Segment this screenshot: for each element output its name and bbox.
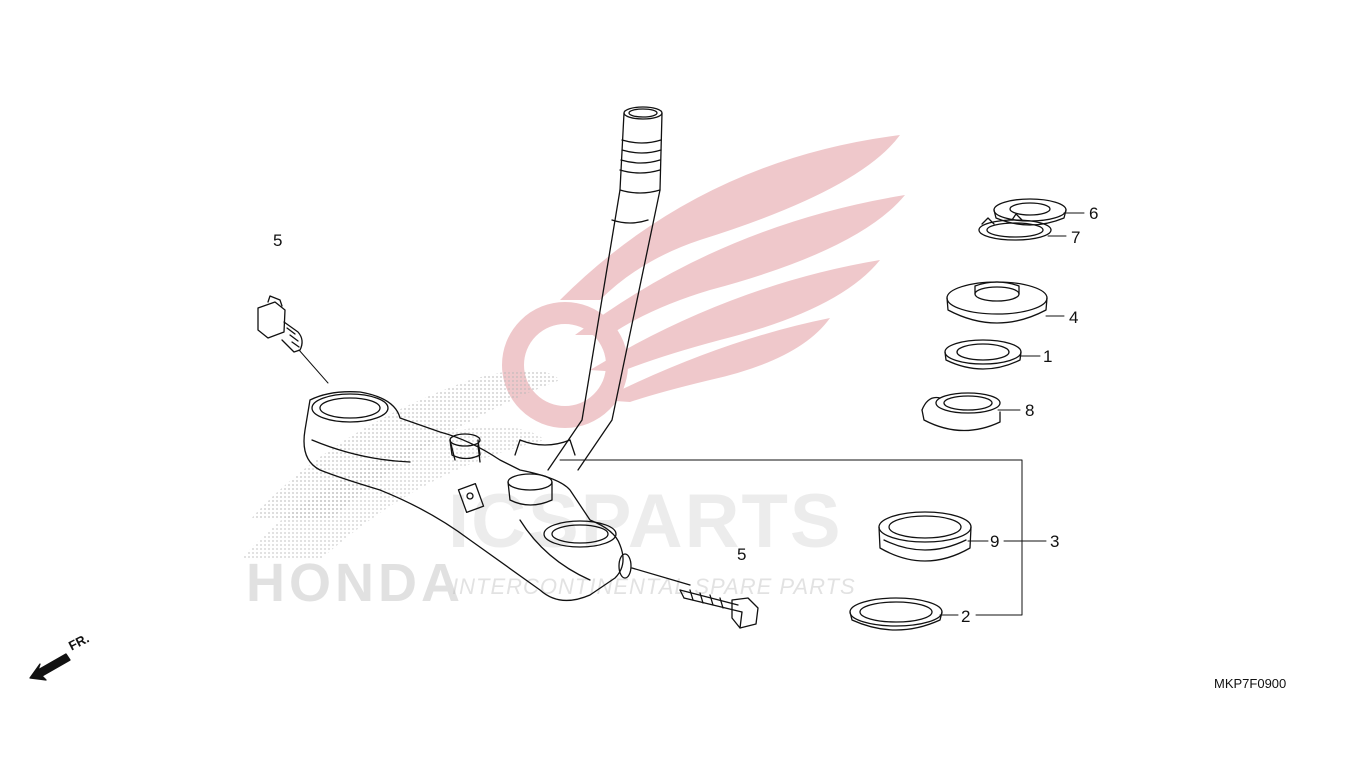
- part-dust-seal: [944, 339, 1022, 370]
- watermark-main-text: ICSPARTS: [448, 479, 843, 564]
- diagram-code: MKP7F0900: [1214, 676, 1287, 691]
- bottom-bridge: [303, 391, 632, 602]
- leader-lines: [559, 212, 1085, 616]
- front-arrow-icon: [29, 653, 71, 681]
- watermark-sub-text: INTERCONTINENTAL SPARE PARTS: [452, 574, 856, 599]
- callout-7[interactable]: 7: [1071, 228, 1081, 247]
- callout-4[interactable]: 4: [1069, 308, 1079, 327]
- part-upper-bearing: [921, 392, 1001, 432]
- callout-3[interactable]: 3: [1050, 532, 1060, 551]
- part-adjusting-nut: [946, 281, 1048, 324]
- bolt-upper: [257, 295, 329, 384]
- callout-5-upper[interactable]: 5: [273, 231, 283, 250]
- callout-9[interactable]: 9: [990, 532, 1000, 551]
- watermark-brand: HONDA: [246, 553, 464, 613]
- callout-5-lower[interactable]: 5: [737, 545, 747, 564]
- callout-1[interactable]: 1: [1043, 347, 1053, 366]
- dotted-wing-lower: [240, 426, 545, 560]
- dotted-wing: [250, 370, 560, 520]
- bolt-lower: [631, 567, 759, 629]
- steering-stem: [514, 106, 663, 471]
- part-lock-washer: [978, 213, 1052, 241]
- callout-2[interactable]: 2: [961, 607, 971, 626]
- part-lower-bearing: [878, 511, 972, 562]
- callout-6[interactable]: 6: [1089, 204, 1099, 223]
- part-lower-dust-seal: [849, 597, 943, 631]
- callout-8[interactable]: 8: [1025, 401, 1035, 420]
